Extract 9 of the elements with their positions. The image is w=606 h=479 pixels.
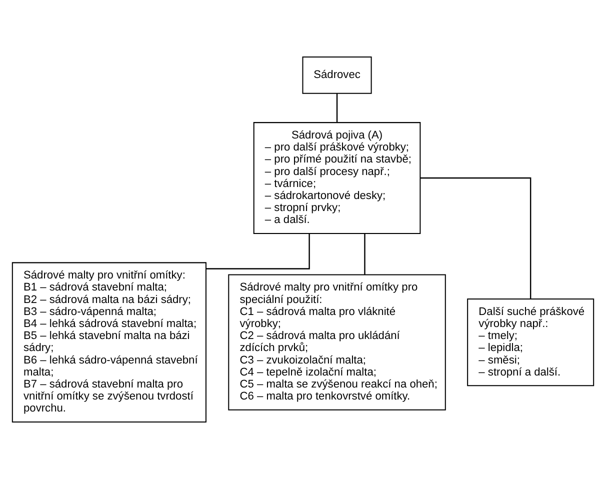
node-box: Sádrovec <box>302 56 372 94</box>
connector <box>206 234 310 270</box>
connector <box>364 234 366 274</box>
connector <box>420 177 532 299</box>
connector <box>336 94 338 122</box>
node-box: Sádrové malty pro vnitřní omítky pro speciální použití: C1 – sádrová malta pro vláknité výrobky; C2 – sádrová malta pro ukládání zdících prvků; C3 – zvukoizolační malta; C4 – tepelně izolační malta; C5 – malta se zvýšenou reakcí na oheň; C6 – malta pro tenkovrstvé omítky. <box>228 274 446 410</box>
node-box: Sádrové malty pro vnitřní omítky: B1 – sádrová stavební malta; B2 – sádrová malta na bázi sádry; B3 – sádro-vápenná malta; B4 – lehká sádrová stavební malta; B5 – lehká stavební malta na bázi sádry; B6 – lehká sádro-vápenná stavební malta; B7 – sádrová stavební malta pro vnitřní omítky se zvýšenou tvrdostí povrchu. <box>12 262 206 422</box>
node-box: Sádrová pojiva (A) – pro další práškové výrobky; – pro přímé použití na stavbě; – pro další procesy např.; – tvárnice; – sádrokartonové desky; – stropní prvky; – a další. <box>253 122 421 234</box>
node-box: Další suché práškové výrobky např.: – tmely; – lepidla; – směsi; – stropní a další. <box>467 298 594 386</box>
